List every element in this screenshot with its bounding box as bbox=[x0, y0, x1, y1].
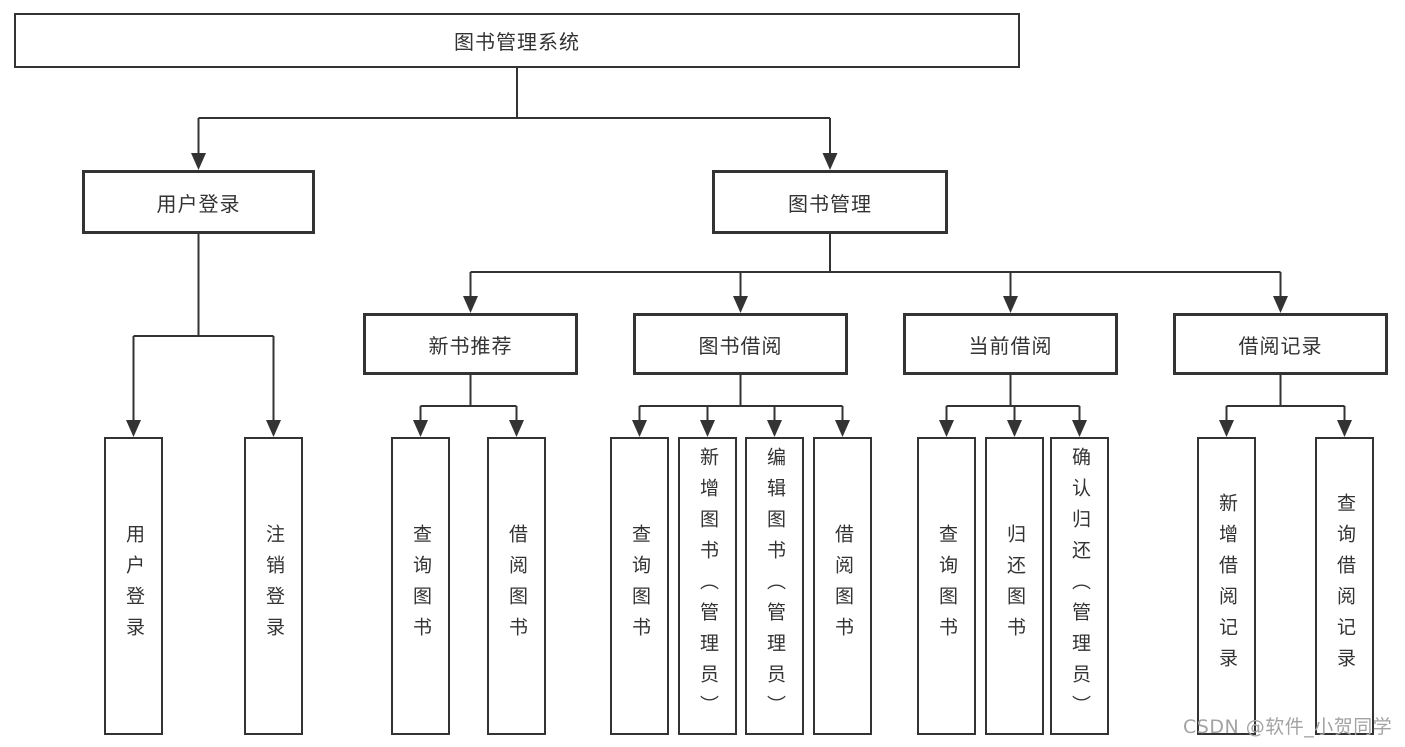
leaf-label: 查询图书 bbox=[629, 524, 651, 648]
node-label: 新书推荐 bbox=[428, 333, 513, 358]
leaf-label: 注销登录 bbox=[263, 524, 285, 648]
leaf-label: 借阅图书 bbox=[832, 524, 854, 648]
node-label: 图书管理 bbox=[788, 191, 872, 216]
leaf-query-borrow-record: 查询借阅记录 bbox=[1315, 437, 1374, 735]
node-book-management: 图书管理 bbox=[712, 170, 948, 234]
leaf-user-login: 用户登录 bbox=[104, 437, 163, 735]
tree-edges bbox=[132, 68, 1346, 421]
leaf-label: 查询借阅记录 bbox=[1334, 493, 1356, 679]
leaf-add-book-admin: 新增图书（管理员） bbox=[678, 437, 737, 735]
leaf-return-book: 归还图书 bbox=[985, 437, 1044, 735]
leaf-label: 新增图书（管理员） bbox=[697, 446, 719, 726]
leaf-label: 编辑图书（管理员） bbox=[764, 446, 786, 726]
node-label: 图书借阅 bbox=[698, 333, 783, 358]
leaf-label: 用户登录 bbox=[123, 524, 145, 648]
node-label: 当前借阅 bbox=[968, 333, 1053, 358]
leaf-label: 借阅图书 bbox=[506, 524, 528, 648]
leaf-borrow-borrow-book: 借阅图书 bbox=[813, 437, 872, 735]
leaf-label: 查询图书 bbox=[410, 524, 432, 648]
leaf-logout: 注销登录 bbox=[244, 437, 303, 735]
leaf-label: 新增借阅记录 bbox=[1216, 493, 1238, 679]
node-label: 用户登录 bbox=[156, 191, 241, 216]
csdn-watermark: CSDN @软件_小贺同学 bbox=[1183, 716, 1393, 738]
leaf-add-borrow-record: 新增借阅记录 bbox=[1197, 437, 1256, 735]
node-label: 借阅记录 bbox=[1238, 333, 1323, 358]
leaf-label: 归还图书 bbox=[1004, 524, 1026, 648]
node-user-login: 用户登录 bbox=[82, 170, 315, 234]
leaf-label: 查询图书 bbox=[936, 524, 958, 648]
leaf-label: 确认归还（管理员） bbox=[1069, 446, 1091, 726]
leaf-confirm-return-admin: 确认归还（管理员） bbox=[1050, 437, 1109, 735]
node-book-borrow: 图书借阅 bbox=[633, 313, 848, 375]
leaf-edit-book-admin: 编辑图书（管理员） bbox=[745, 437, 804, 735]
node-library-management-system: 图书管理系统 bbox=[14, 13, 1020, 68]
leaf-recommend-borrow-book: 借阅图书 bbox=[487, 437, 546, 735]
leaf-current-query-book: 查询图书 bbox=[917, 437, 976, 735]
node-label: 图书管理系统 bbox=[454, 30, 580, 54]
node-borrow-record: 借阅记录 bbox=[1173, 313, 1388, 375]
leaf-borrow-query-book: 查询图书 bbox=[610, 437, 669, 735]
node-new-book-recommend: 新书推荐 bbox=[363, 313, 578, 375]
leaf-recommend-query-book: 查询图书 bbox=[391, 437, 450, 735]
node-current-borrow: 当前借阅 bbox=[903, 313, 1118, 375]
